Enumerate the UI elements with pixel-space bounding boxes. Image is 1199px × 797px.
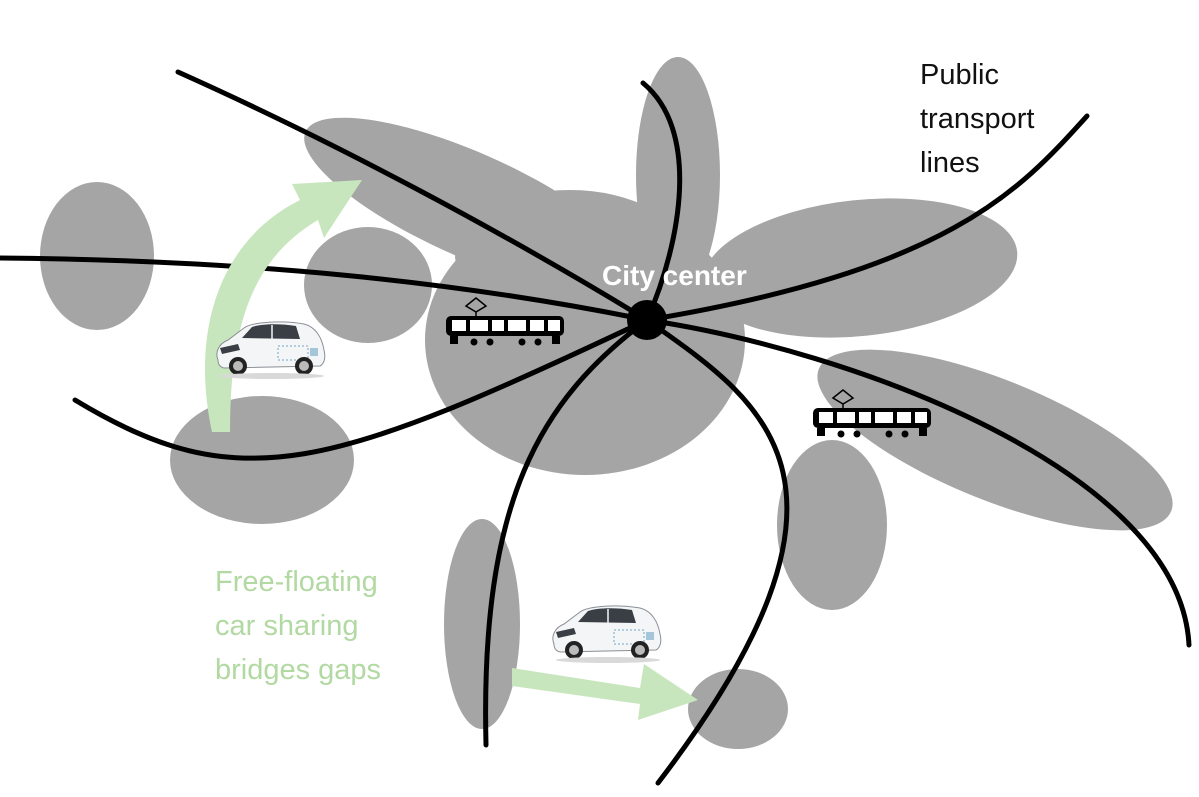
line-northwest	[175, 69, 650, 323]
line-east	[644, 317, 1192, 648]
city-center-node	[627, 300, 667, 340]
arrow-upper	[205, 180, 362, 432]
transport-lines-label: Public transport lines	[920, 59, 1034, 179]
zone-northwest-arm	[304, 117, 636, 293]
line-southeast	[644, 317, 790, 786]
caption-line3: bridges gaps	[215, 654, 381, 686]
transport-lines	[0, 69, 1192, 786]
transport-label-line3: lines	[920, 147, 980, 179]
caption-line1: Free-floating	[215, 566, 378, 598]
car-sharing-arrows	[205, 180, 698, 720]
line-south	[483, 317, 650, 748]
line-northeast	[644, 113, 1090, 323]
line-north	[640, 80, 683, 323]
zone-far-west	[40, 182, 154, 330]
line-southwest	[72, 317, 650, 461]
transport-label-line2: transport	[920, 103, 1034, 135]
car-sharing-caption: Free-floating car sharing bridges gaps	[215, 566, 381, 686]
caption-line2: car sharing	[215, 610, 358, 642]
city-center-label: City center	[602, 260, 747, 291]
transport-label-line1: Public	[920, 59, 999, 91]
zone-southeast	[777, 440, 887, 610]
zone-west-small	[304, 227, 432, 343]
zone-south-small	[688, 669, 788, 749]
line-west	[0, 255, 650, 323]
car-icon	[552, 605, 662, 664]
arrow-lower	[512, 664, 698, 720]
zone-south	[444, 519, 520, 729]
